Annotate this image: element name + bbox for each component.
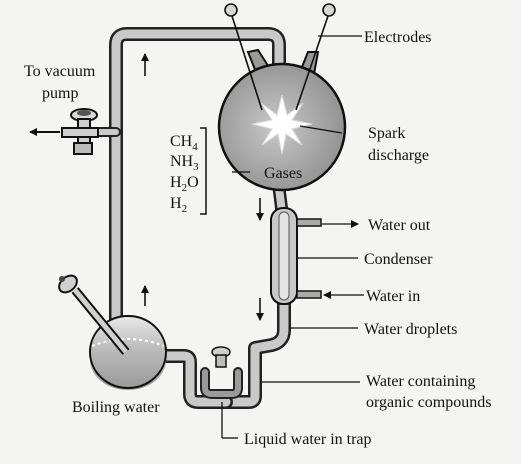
- label-water-out: Water out: [368, 217, 431, 234]
- flow-arrows: [141, 53, 264, 321]
- label-electrodes: Electrodes: [364, 29, 432, 46]
- condenser: [270, 207, 322, 305]
- label-organic-1: Water containing: [366, 373, 475, 390]
- gas-h2o: H2O: [170, 174, 199, 194]
- vacuum-stopcock: [29, 108, 99, 155]
- label-trap: Liquid water in trap: [244, 431, 372, 448]
- gases-bracket: [200, 127, 207, 215]
- glass-tubing: [91, 27, 291, 409]
- leader-lines: [221, 35, 364, 439]
- electrodes: [224, 3, 336, 111]
- label-water-in: Water in: [366, 288, 420, 305]
- boiling-flask: [58, 274, 167, 390]
- spark-chamber: [217, 48, 347, 192]
- label-spark-2: discharge: [368, 147, 429, 164]
- label-vacuum-2: pump: [42, 85, 78, 102]
- trap-stopcock: [211, 346, 231, 368]
- label-organic-2: organic compounds: [366, 394, 491, 411]
- label-vacuum-1: To vacuum: [24, 63, 96, 80]
- gas-nh3: NH3: [170, 153, 199, 173]
- label-boiling-water: Boiling water: [72, 399, 160, 416]
- label-condenser: Condenser: [364, 251, 433, 268]
- label-gases: Gases: [264, 165, 302, 182]
- label-water-droplets: Water droplets: [364, 321, 457, 338]
- gas-h2: H2: [170, 195, 187, 215]
- label-spark-1: Spark: [368, 125, 405, 142]
- labels: Electrodes To vacuum pump Spark discharg…: [24, 29, 491, 448]
- gas-ch4: CH4: [170, 133, 198, 153]
